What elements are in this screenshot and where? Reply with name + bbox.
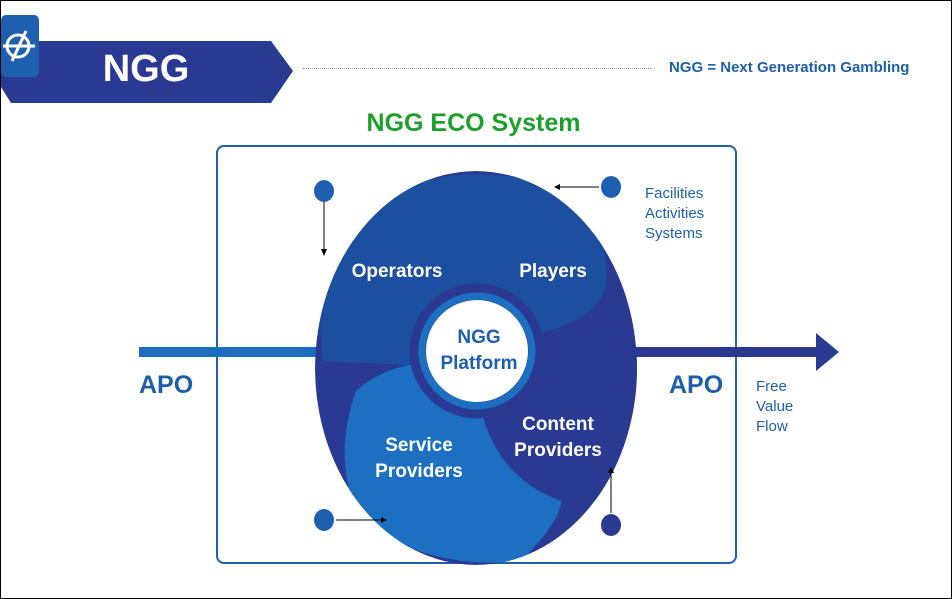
annotation-line: Activities [645, 205, 705, 222]
title-banner [1, 15, 293, 103]
service-providers-label: Service Providers [369, 433, 469, 485]
marker-top-left [314, 180, 334, 256]
page-title: NGG [102, 48, 190, 90]
value-flow-line: Flow [756, 418, 788, 435]
annotation-line: Systems [645, 225, 703, 242]
apo-right-label: APO [669, 371, 724, 399]
platform-logo-icon [1, 15, 39, 77]
marker-bottom-right [601, 467, 621, 536]
incoming-flow-bar [139, 347, 319, 357]
facilities-annotation: Facilities Activities Systems [645, 184, 704, 244]
content-label-line2: Providers [514, 440, 602, 461]
marker-bottom-left [314, 509, 387, 531]
outgoing-flow-arrow [631, 333, 839, 371]
definition-text: NGG = Next Generation Gambling [669, 59, 910, 76]
platform-inner-ring [418, 292, 536, 410]
eco-system-title: NGG ECO System [366, 109, 581, 137]
value-flow-line: Value [756, 398, 794, 415]
marker-top-right [554, 176, 621, 198]
players-segment [361, 174, 607, 341]
platform-core [426, 300, 528, 402]
players-label: Players [519, 261, 587, 282]
service-providers-segment [344, 362, 561, 563]
service-label-line2: Providers [375, 461, 463, 482]
annotation-line: Facilities [645, 185, 704, 202]
banner-shape [1, 41, 293, 103]
platform-outer-ring [409, 283, 545, 419]
content-providers-label: Content Providers [503, 412, 613, 464]
platform-label-line1: NGG [457, 327, 501, 348]
service-label-line1: Service [385, 435, 453, 456]
value-flow-line: Free [756, 378, 787, 395]
platform-label-line2: Platform [440, 353, 518, 374]
apo-left-label: APO [139, 371, 194, 399]
content-label-line1: Content [522, 414, 594, 435]
ngg-platform-label: NGG Platform [429, 325, 529, 377]
header-divider [303, 68, 651, 69]
free-value-flow-annotation: Free Value Flow [756, 377, 793, 437]
operators-label: Operators [351, 261, 443, 282]
